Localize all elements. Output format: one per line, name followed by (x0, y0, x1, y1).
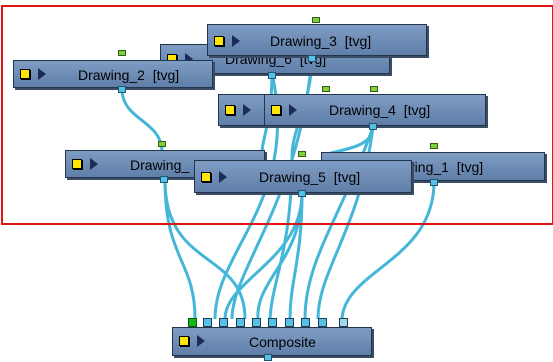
play-arrow-icon[interactable] (232, 35, 240, 47)
composite-input-port[interactable] (188, 318, 197, 327)
display-toggle-icon[interactable] (72, 159, 82, 169)
display-toggle-icon[interactable] (20, 69, 30, 79)
wire (340, 181, 436, 320)
composite-input-port-empty[interactable] (339, 318, 348, 327)
input-port[interactable] (322, 86, 330, 92)
composite-input-port[interactable] (285, 318, 294, 327)
wire (288, 192, 304, 320)
composite-input-port[interactable] (268, 318, 277, 327)
display-toggle-icon[interactable] (225, 105, 235, 115)
composite-input-port[interactable] (219, 318, 228, 327)
input-port[interactable] (118, 50, 126, 56)
output-port[interactable] (308, 55, 316, 62)
output-port[interactable] (298, 190, 306, 197)
output-port[interactable] (118, 86, 126, 93)
play-arrow-icon[interactable] (185, 53, 193, 65)
node-label: Drawing_5 [tvg] (259, 169, 361, 185)
node-composite[interactable]: Composite (172, 327, 372, 356)
output-port[interactable] (160, 176, 168, 183)
play-arrow-icon[interactable] (90, 158, 98, 170)
node-label: Drawing_4 [tvg] (329, 102, 431, 118)
input-port[interactable] (298, 151, 306, 157)
node-label: Composite (249, 334, 316, 350)
node-drawing-4[interactable]: Drawing_4 [tvg] (264, 94, 486, 126)
input-port[interactable] (158, 141, 166, 147)
node-label: Drawing_3 [tvg] (270, 33, 372, 49)
output-port[interactable] (268, 72, 276, 79)
play-arrow-icon[interactable] (289, 104, 297, 116)
output-port[interactable] (264, 354, 272, 361)
composite-input-port[interactable] (252, 318, 261, 327)
node-label: Drawing_ (130, 157, 190, 173)
wire (163, 179, 247, 320)
input-port[interactable] (430, 143, 438, 149)
play-arrow-icon[interactable] (219, 171, 227, 183)
input-port[interactable] (312, 17, 320, 23)
play-arrow-icon[interactable] (243, 104, 251, 116)
composite-input-port[interactable] (236, 318, 245, 327)
output-port[interactable] (430, 179, 438, 186)
composite-input-port[interactable] (318, 318, 327, 327)
composite-input-port[interactable] (203, 318, 212, 327)
display-toggle-icon[interactable] (201, 172, 211, 182)
display-toggle-icon[interactable] (214, 36, 224, 46)
output-port[interactable] (369, 123, 377, 130)
node-label: Drawing_2 [tvg] (78, 67, 180, 83)
play-arrow-icon[interactable] (197, 335, 205, 347)
composite-input-port[interactable] (301, 318, 310, 327)
display-toggle-icon[interactable] (271, 105, 281, 115)
input-port[interactable] (370, 86, 378, 92)
node-drawing-2[interactable]: Drawing_2 [tvg] (13, 60, 213, 88)
play-arrow-icon[interactable] (38, 68, 46, 80)
node-drawing-5[interactable]: Drawing_5 [tvg] (194, 160, 412, 193)
node-drawing-3-top[interactable]: Drawing_3 [tvg] (207, 24, 427, 56)
display-toggle-icon[interactable] (179, 336, 189, 346)
